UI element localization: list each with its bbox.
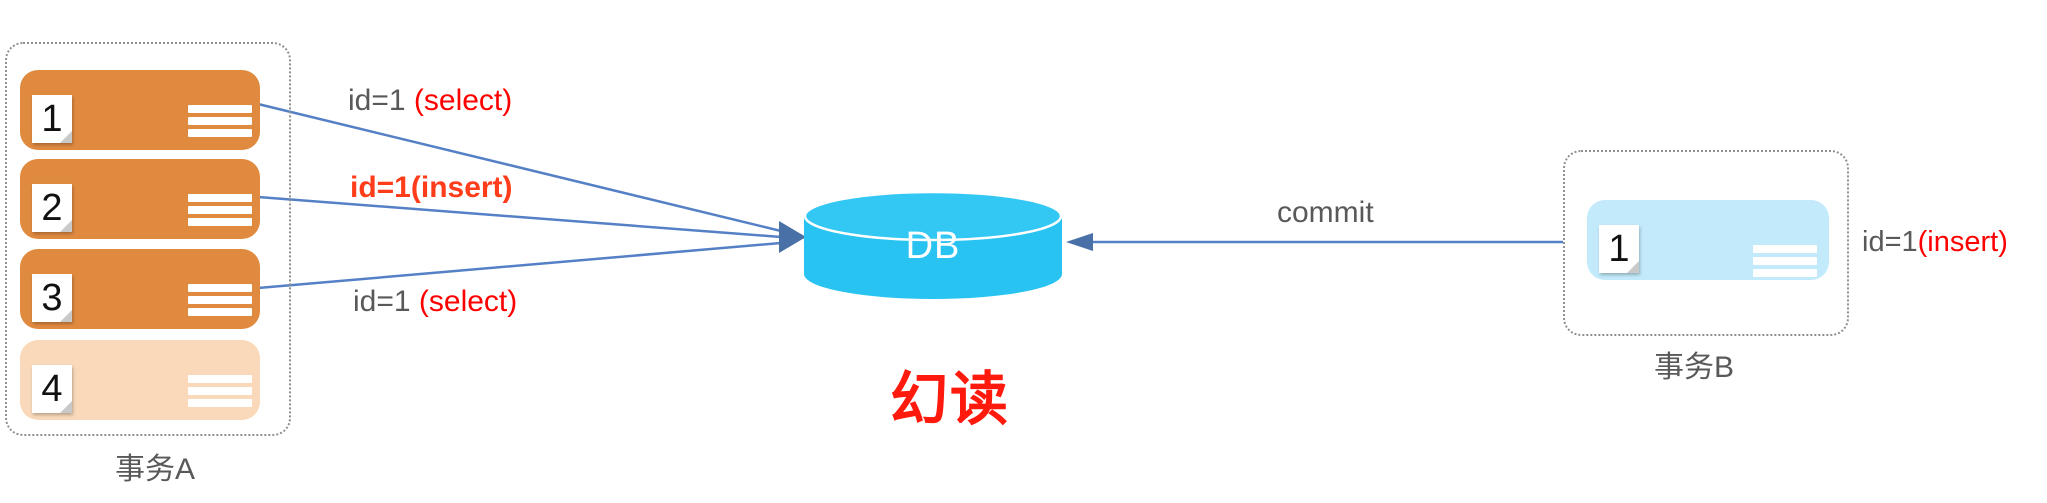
edge-label-op-part: (select)	[413, 84, 513, 117]
transaction-a-step-1: 1	[20, 70, 260, 150]
diagram-title: 幻读	[889, 367, 1010, 432]
page-icon: 1	[32, 95, 72, 143]
edge-label-op-part: (select)	[418, 285, 518, 318]
edge-label-select2: id=1 (select)	[353, 285, 517, 319]
edge-label-select1: id=1 (select)	[348, 84, 512, 118]
list-lines-icon	[1753, 245, 1817, 277]
arrowhead-icon	[779, 221, 806, 253]
step-number: 4	[41, 368, 63, 410]
edge-label-id-part: id=1	[1862, 226, 1918, 258]
page-icon: 3	[32, 274, 72, 322]
edge-select1-line	[257, 102, 782, 233]
transaction-a-label: 事务A	[114, 453, 195, 486]
page-fold-corner-icon	[60, 220, 72, 232]
page-fold-corner-icon	[1627, 261, 1639, 273]
database-cylinder-icon: DB	[803, 190, 1063, 300]
step-number: 1	[41, 98, 63, 140]
list-lines-icon	[188, 284, 252, 316]
edge-label-insert-b: id=1(insert)	[1862, 226, 2008, 259]
page-fold-corner-icon	[60, 310, 72, 322]
arrowhead-icon	[1066, 233, 1093, 251]
page-icon: 4	[32, 365, 72, 413]
list-lines-icon	[188, 375, 252, 407]
edge-insert-a-line	[257, 195, 782, 239]
transaction-b-step-1: 1	[1587, 200, 1829, 280]
edge-label-insert-a: id=1(insert)	[350, 171, 513, 204]
transaction-a-box: 1 2 3 4	[5, 42, 291, 436]
edge-select2-line	[257, 241, 782, 290]
page-fold-corner-icon	[60, 131, 72, 143]
list-lines-icon	[188, 194, 252, 226]
db-label: DB	[905, 224, 961, 267]
step-number: 1	[1608, 228, 1630, 270]
edge-label-id-part: id=1	[348, 84, 414, 117]
page-icon: 2	[32, 184, 72, 232]
step-number: 2	[41, 187, 63, 229]
edge-label-commit: commit	[1277, 196, 1374, 229]
step-number: 3	[41, 277, 63, 319]
transaction-a-step-4: 4	[20, 340, 260, 420]
transaction-a-step-3: 3	[20, 249, 260, 329]
page-icon: 1	[1599, 225, 1639, 273]
transaction-b-box: 1	[1563, 150, 1849, 336]
list-lines-icon	[188, 105, 252, 137]
page-fold-corner-icon	[60, 401, 72, 413]
transaction-a-step-2: 2	[20, 159, 260, 239]
edge-label-op-part: (insert)	[1917, 226, 2008, 258]
edge-label-id-part: id=1	[353, 285, 419, 318]
database-cylinder-shape	[803, 190, 1063, 299]
transaction-b-label: 事务B	[1653, 351, 1734, 384]
